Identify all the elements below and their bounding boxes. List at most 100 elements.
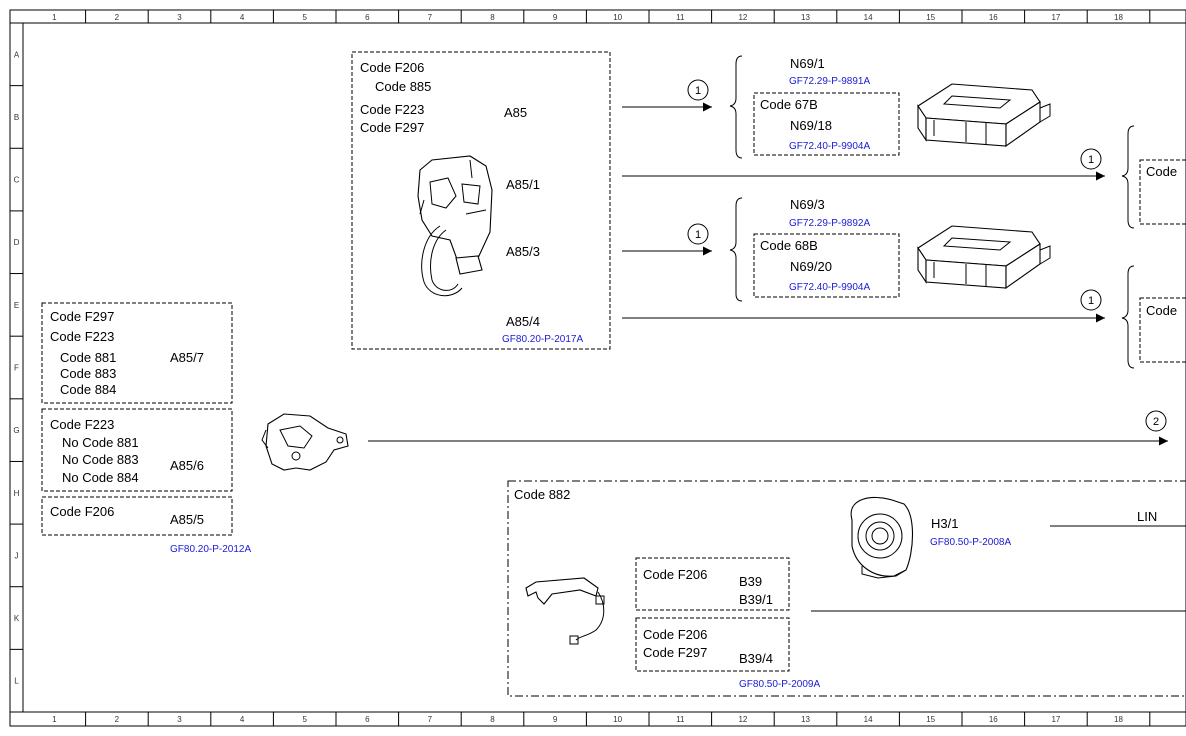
column-label: 7: [428, 715, 433, 724]
a85-5-code-f206: Code F206: [50, 504, 114, 519]
h3-1-label: H3/1: [931, 516, 958, 531]
module-n69-3: N69/3 GF72.29-P-9892A Code 68B N69/20 GF…: [729, 197, 1051, 302]
a85-7-code-883: Code 883: [60, 366, 116, 381]
control-unit-icon: [917, 225, 1051, 290]
a85-6-no-code-881: No Code 881: [62, 435, 139, 450]
row-label: L: [14, 677, 19, 686]
column-label: 2: [115, 13, 120, 22]
b39-code-f206: Code F206: [643, 567, 707, 582]
right-code-top: Code: [1146, 164, 1177, 179]
a85-code-f206: Code F206: [360, 60, 424, 75]
svg-text:1: 1: [695, 85, 701, 97]
connector-1-right-top: 1: [1080, 148, 1102, 170]
right-code-bottom: Code: [1146, 303, 1177, 318]
svg-text:1: 1: [1088, 295, 1094, 307]
column-label: 15: [926, 715, 935, 724]
column-label: 9: [553, 13, 558, 22]
n69-3-ref: GF72.29-P-9892A: [789, 218, 870, 229]
left-group-ref: GF80.20-P-2012A: [170, 544, 251, 555]
a85-6-code-f223: Code F223: [50, 417, 114, 432]
a85-label: A85: [504, 105, 527, 120]
code-882-ref: GF80.50-P-2009A: [739, 679, 820, 690]
column-label: 4: [240, 715, 245, 724]
connector-2: 2: [1145, 410, 1167, 432]
a85-group-box: [351, 51, 611, 350]
column-label: 10: [613, 13, 622, 22]
row-label: G: [13, 426, 19, 435]
connector-markers: 1 1 1 1 2: [687, 79, 1167, 432]
column-label: 10: [613, 715, 622, 724]
row-label: E: [14, 301, 19, 310]
column-label: 7: [428, 13, 433, 22]
a85-code-f223: Code F223: [360, 102, 424, 117]
brace-top: [729, 55, 743, 159]
svg-text:2: 2: [1153, 416, 1159, 428]
column-label: 11: [676, 13, 685, 22]
column-label: 17: [1051, 715, 1060, 724]
row-label: C: [14, 176, 20, 185]
b39-4-label: B39/4: [739, 651, 773, 666]
control-unit-icon: [917, 83, 1051, 148]
trunk-lock-icon: [261, 413, 349, 471]
door-lock-actuator-icon: [417, 155, 493, 297]
a85-7-code-884: Code 884: [60, 382, 116, 397]
n69-20-ref: GF72.40-P-9904A: [789, 282, 870, 293]
code-882-group: Code 882 H3/1 GF80.50-P-2008A LIN Code F…: [507, 480, 1186, 697]
a85-6-no-code-884: No Code 884: [62, 470, 139, 485]
b39-box: [635, 557, 790, 611]
a85-ref: GF80.20-P-2017A: [502, 334, 583, 345]
b39-4-code-f297: Code F297: [643, 645, 707, 660]
a85-4-label: A85/4: [506, 314, 540, 329]
column-label: 14: [864, 715, 873, 724]
a85-7-label: A85/7: [170, 350, 204, 365]
column-label: 16: [989, 715, 998, 724]
n69-18-label: N69/18: [790, 118, 832, 133]
code-882-label: Code 882: [514, 487, 570, 502]
a85-5-label: A85/5: [170, 512, 204, 527]
n69-3-label: N69/3: [790, 197, 825, 212]
column-label: 5: [302, 715, 307, 724]
column-label: 9: [553, 715, 558, 724]
signal-arrows: [368, 102, 1168, 446]
a85-6-box: [41, 408, 233, 492]
a85-3-label: A85/3: [506, 244, 540, 259]
a85-7-box: [41, 302, 233, 404]
svg-text:1: 1: [695, 229, 701, 241]
lin-bus-label: LIN: [1137, 509, 1157, 524]
a85-7-code-f297: Code F297: [50, 309, 114, 324]
a85-group: Code F206 Code 885 Code F223 Code F297 A…: [351, 51, 611, 350]
n69-1-ref: GF72.29-P-9891A: [789, 76, 870, 87]
code-882-box: [507, 480, 1186, 697]
code-68b-box: [753, 233, 900, 298]
row-label: J: [15, 551, 19, 560]
column-label: 17: [1051, 13, 1060, 22]
n69-1-label: N69/1: [790, 56, 825, 71]
column-label: 13: [801, 715, 810, 724]
row-label: K: [14, 614, 20, 623]
row-label: D: [14, 238, 20, 247]
n69-20-label: N69/20: [790, 259, 832, 274]
row-label: A: [14, 50, 20, 59]
column-label: 6: [365, 715, 370, 724]
column-label: 6: [365, 13, 370, 22]
sensor-harness-icon: [525, 577, 605, 645]
module-n69-1: N69/1 GF72.29-P-9891A Code 67B N69/18 GF…: [729, 55, 1051, 159]
a85-1-label: A85/1: [506, 177, 540, 192]
code-67b-box: [753, 92, 900, 156]
brace-bottom: [729, 197, 743, 302]
column-label: 12: [738, 13, 747, 22]
column-label: 18: [1114, 715, 1123, 724]
h3-1-ref: GF80.50-P-2008A: [930, 537, 1011, 548]
row-label: B: [14, 113, 19, 122]
a85-7-code-881: Code 881: [60, 350, 116, 365]
a85-code-885: Code 885: [375, 79, 431, 94]
column-label: 1: [52, 715, 57, 724]
column-label: 12: [738, 715, 747, 724]
right-partial-groups: Code Code: [1121, 125, 1186, 369]
siren-icon: [850, 497, 913, 579]
column-label: 18: [1114, 13, 1123, 22]
column-label: 13: [801, 13, 810, 22]
row-label: H: [14, 489, 20, 498]
n69-18-ref: GF72.40-P-9904A: [789, 141, 870, 152]
